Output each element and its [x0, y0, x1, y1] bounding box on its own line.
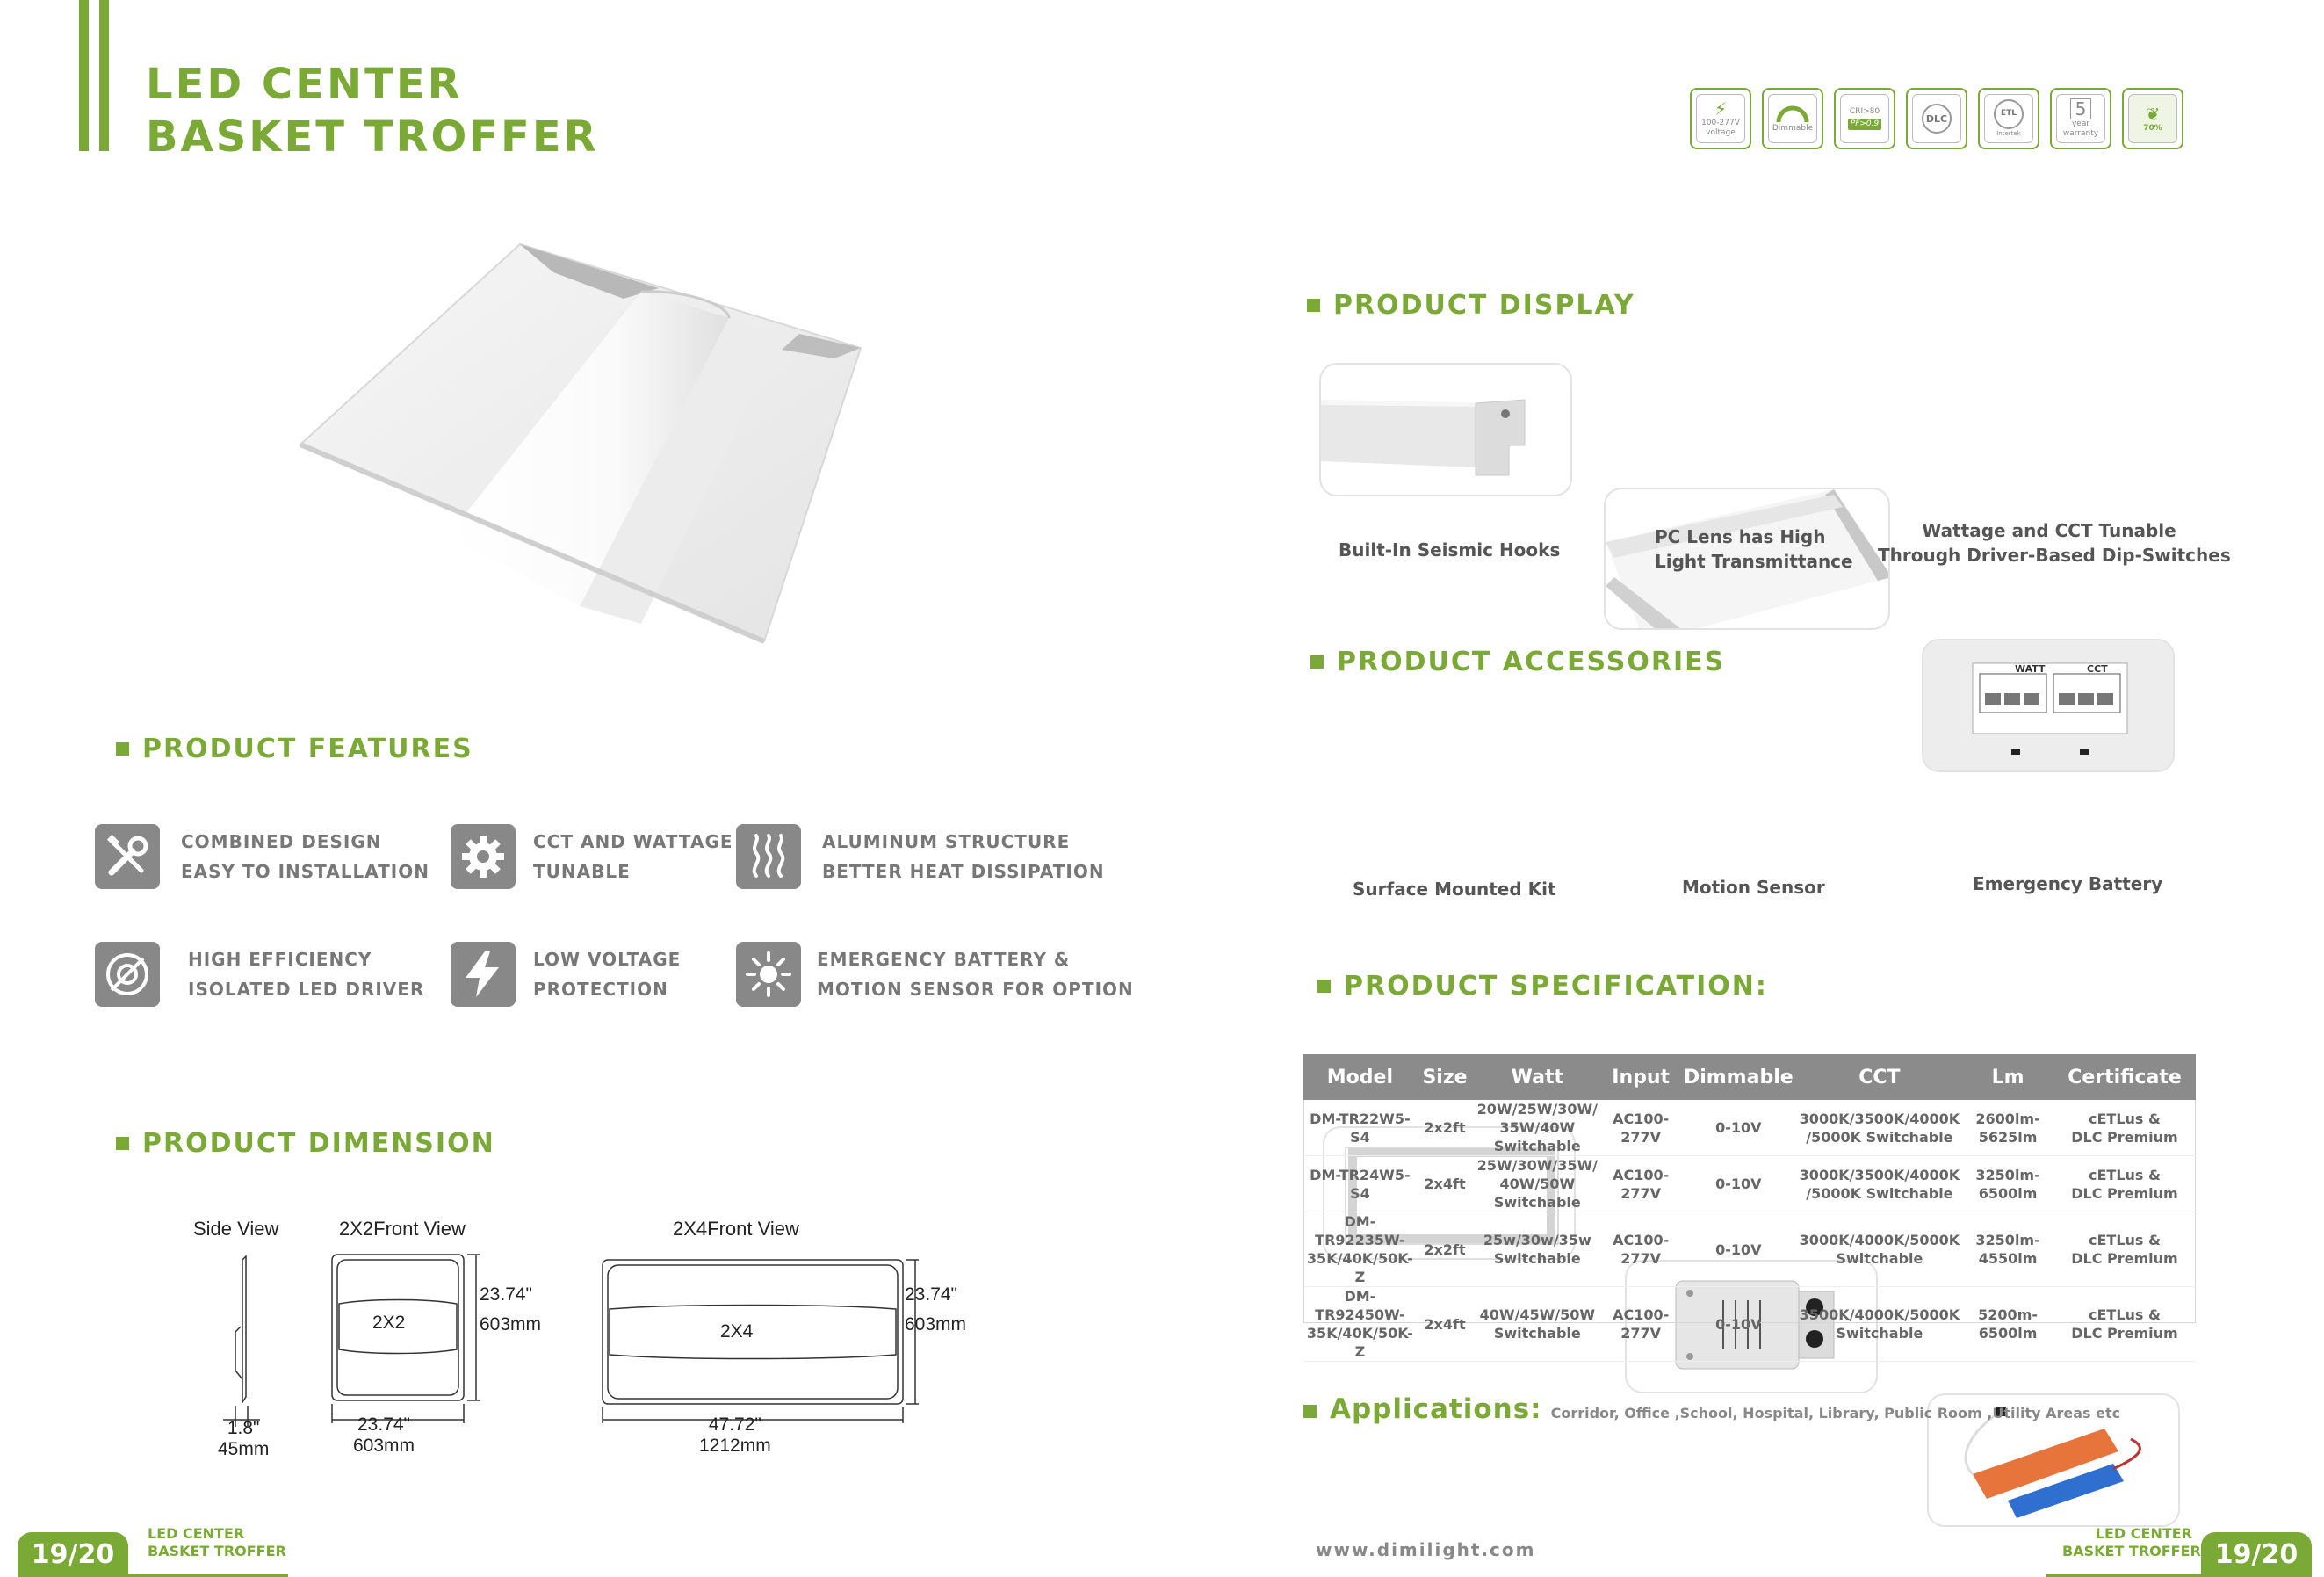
width-2x2-dimension: 23.74"603mm	[353, 1414, 415, 1456]
height-2x4-dimension: 23.74"603mm	[905, 1284, 967, 1335]
dimension-heading: PRODUCT DIMENSION	[116, 1128, 495, 1159]
col-size: Size	[1416, 1054, 1474, 1100]
applications-text: Corridor, Office ,School, Hospital, Libr…	[1550, 1405, 2121, 1421]
height-2x2-dimension: 23.74"603mm	[480, 1284, 542, 1335]
motion-sensor-caption: Motion Sensor	[1682, 877, 1825, 898]
page-title-line2: BASKET TROFFER	[146, 112, 599, 162]
cct-label: CCT	[2087, 663, 2108, 675]
col-lm: Lm	[1962, 1054, 2053, 1100]
col-watt: Watt	[1473, 1054, 1602, 1100]
pc-lens-image	[1604, 488, 1890, 630]
features-heading: PRODUCT FEATURES	[116, 734, 473, 764]
col-cct: CCT	[1796, 1054, 1963, 1100]
emergency-battery-image	[1927, 1393, 2180, 1527]
tools-icon	[95, 824, 160, 889]
applications-label: Applications:	[1330, 1393, 1542, 1425]
side-depth-dimension: 1.8"45mm	[218, 1418, 270, 1459]
dip-switch-image: WATT CCT	[1922, 639, 2175, 772]
label-2x4: 2X4	[720, 1321, 754, 1342]
applications-line: Applications: Corridor, Office ,School, …	[1303, 1393, 2120, 1425]
side-view-label: Side View	[193, 1218, 279, 1240]
spec-table: Model Size Watt Input Dimmable CCT Lm Ce…	[1303, 1054, 2196, 1362]
dimension-drawings	[223, 1254, 919, 1427]
col-certificate: Certificate	[2053, 1054, 2196, 1100]
page-title: LED CENTER BASKET TROFFER	[146, 58, 599, 163]
spec-header-row: Model Size Watt Input Dimmable CCT Lm Ce…	[1303, 1054, 2196, 1100]
seismic-hooks-caption: Built-In Seismic Hooks	[1339, 539, 1561, 561]
table-row: DM-TR92450W-35K/40K/50K-Z 2x4ft 40W/45W/…	[1303, 1287, 2196, 1362]
dimmable-icon: Dimmable	[1762, 88, 1823, 149]
page-number-left: 19/20	[18, 1532, 128, 1577]
front-view-2x4-label: 2X4Front View	[673, 1218, 799, 1240]
width-2x4-dimension: 47.72"1212mm	[699, 1414, 771, 1456]
specification-heading: PRODUCT SPECIFICATION:	[1317, 971, 1768, 1002]
dlc-icon: DLC	[1906, 88, 1967, 149]
table-row: DM-TR92235W-35K/40K/50K-Z 2x2ft 25w/30w/…	[1303, 1212, 2196, 1287]
label-2x2: 2X2	[372, 1313, 406, 1333]
page-title-line1: LED CENTER	[146, 60, 463, 109]
surface-mount-kit-caption: Surface Mounted Kit	[1353, 879, 1556, 900]
table-row: DM-TR22W5-S4 2x2ft 20W/25W/30W/35W/40W S…	[1303, 1100, 2196, 1156]
troffer-product-image	[299, 242, 862, 644]
footer-rule-left	[128, 1574, 288, 1577]
footer-rule-right	[2046, 1574, 2201, 1577]
watt-label: WATT	[2015, 663, 2046, 675]
seismic-hooks-image	[1319, 363, 1572, 496]
table-row: DM-TR24W5-S4 2x4ft 25W/30W/35W/40W/50W S…	[1303, 1156, 2196, 1212]
energy-saving-icon: ❦70%	[2122, 88, 2183, 149]
front-view-2x2-label: 2X2Front View	[339, 1218, 466, 1240]
col-dimmable: Dimmable	[1679, 1054, 1797, 1100]
gear-icon	[451, 824, 516, 889]
accessories-heading: PRODUCT ACCESSORIES	[1310, 647, 1725, 677]
col-input: Input	[1601, 1054, 1680, 1100]
page-number-right: 19/20	[2201, 1532, 2312, 1577]
feature-item: EMERGENCY BATTERY &MOTION SENSOR FOR OPT…	[736, 942, 1134, 1007]
website-url[interactable]: www.dimilight.com	[1316, 1539, 1536, 1560]
motion-sensor-image	[1625, 1260, 1878, 1393]
driver-icon	[95, 942, 160, 1007]
emergency-battery-caption: Emergency Battery	[1973, 873, 2163, 894]
surface-mount-kit-image	[1323, 1126, 1576, 1260]
sun-icon	[736, 942, 801, 1007]
voltage-icon: ⚡100-277V voltage	[1690, 88, 1751, 149]
col-model: Model	[1303, 1054, 1417, 1100]
heat-icon	[736, 824, 801, 889]
lightning-icon	[451, 942, 516, 1007]
display-heading: PRODUCT DISPLAY	[1307, 290, 1635, 321]
